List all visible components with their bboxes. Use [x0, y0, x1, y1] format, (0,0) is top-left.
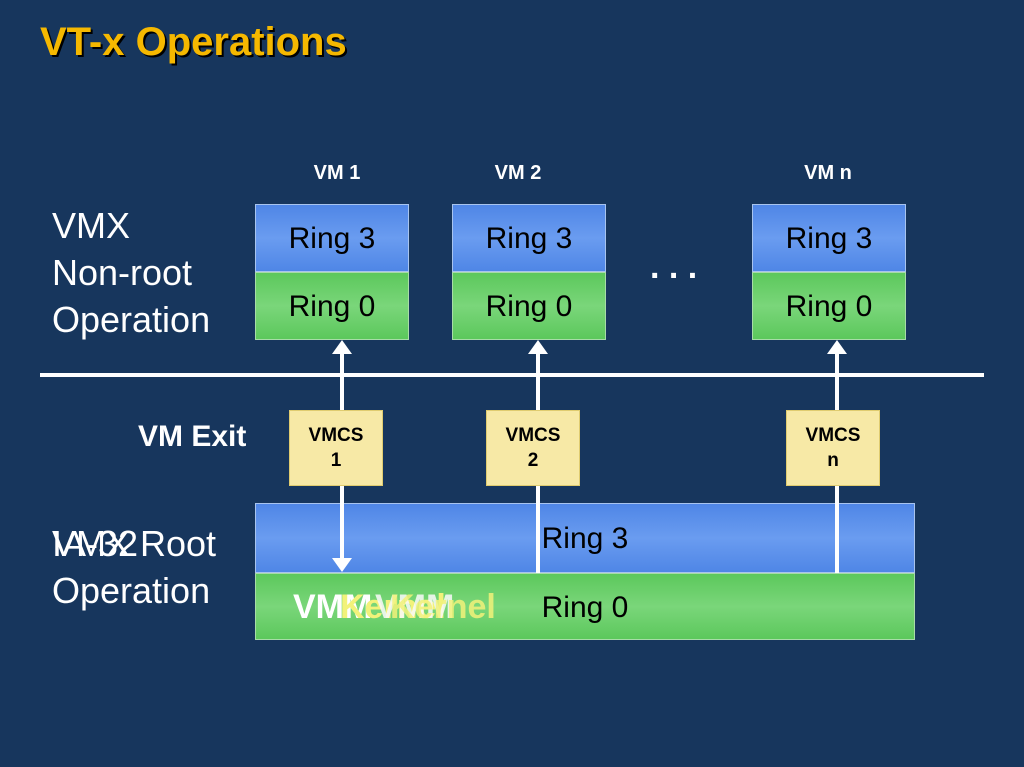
vmcs-1-line2: 1 — [330, 450, 342, 471]
host-ring3-label: Ring 3 — [541, 522, 629, 555]
non-root-label-line3: Operation — [52, 299, 211, 340]
host-vmm-text-1: VMM — [293, 588, 373, 626]
vm-n-ring3: Ring 3 — [752, 204, 906, 272]
vm-1-up-arrow-icon — [332, 340, 352, 354]
root-label-line1-a: IA-32 — [52, 523, 139, 564]
vmcs-1-line1: VMCS — [308, 425, 364, 446]
vm-2-label: VM 2 — [494, 162, 542, 184]
vmcs-1: VMCS 1 — [289, 410, 383, 486]
vm-2-ring3: Ring 3 — [452, 204, 606, 272]
vmcs-n-line1: VMCS — [805, 425, 861, 446]
vmcs-n-line2: n — [827, 450, 839, 471]
non-root-label: VMX Non-root Operation — [52, 202, 210, 343]
root-label-line1-b: VMX Root — [52, 523, 217, 564]
vm-1-down-arrow-icon — [332, 558, 352, 572]
vmcs-2-line2: 2 — [527, 450, 539, 471]
root-nonroot-divider — [40, 373, 984, 377]
vm-1-ring3: Ring 3 — [255, 204, 409, 272]
vm-n-ring0: Ring 0 — [752, 272, 906, 340]
more-vms-ellipsis: . . . — [650, 248, 698, 286]
vmcs-2-line1: VMCS — [505, 425, 561, 446]
vm-n-label: VM n — [804, 162, 852, 184]
vm-1-label: VM 1 — [313, 162, 361, 184]
vm-2-ring0: Ring 0 — [452, 272, 606, 340]
host-ring0: Ring 0 — [255, 573, 915, 640]
host-kernel-text-1: Kernel — [340, 588, 446, 626]
vm-1-ring0: Ring 0 — [255, 272, 409, 340]
host-vmm-text-2: VMM — [375, 588, 455, 626]
vm-n-up-arrow-icon — [827, 340, 847, 354]
host-kernel-text-2: Kernel — [390, 588, 496, 626]
host-ring3: Ring 3 — [255, 503, 915, 573]
non-root-label-line1: VMX — [52, 205, 131, 246]
vmcs-n: VMCS n — [786, 410, 880, 486]
slide-title: VT-x Operations — [40, 20, 347, 64]
non-root-label-line2: Non-root — [52, 252, 193, 293]
vm-exit-label: VM Exit — [138, 420, 247, 453]
vm-2-up-arrow-icon — [528, 340, 548, 354]
host-ring0-label: Ring 0 — [541, 591, 629, 624]
root-label-line2: Operation — [52, 570, 211, 611]
vmcs-2: VMCS 2 — [486, 410, 580, 486]
